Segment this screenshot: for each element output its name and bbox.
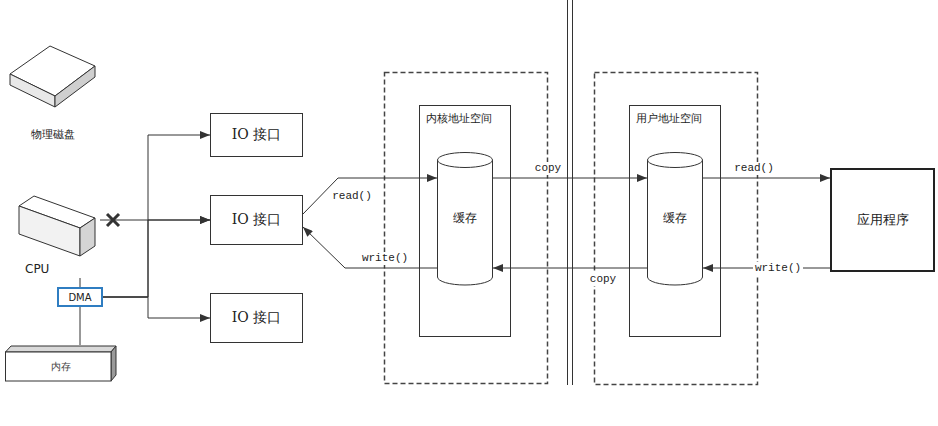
node-label: IO 接口	[232, 211, 281, 229]
cache-cylinder: 缓存	[647, 152, 703, 285]
dashed-region	[595, 73, 758, 385]
node-label: DMA	[68, 292, 91, 303]
separator-line	[572, 0, 573, 385]
disk-icon: 物理磁盘	[5, 36, 100, 144]
connector-arrow	[80, 278, 81, 287]
edge-label: read()	[732, 162, 776, 175]
memory-block: 内存	[5, 345, 117, 382]
separator-line	[567, 0, 568, 385]
cache-cylinder: 缓存	[437, 152, 493, 285]
application-box: 应用程序	[830, 168, 935, 272]
connector-arrow	[303, 178, 437, 214]
connector-arrow	[703, 178, 830, 179]
cpu-icon: CPU	[15, 190, 100, 278]
edge-label: write()	[753, 262, 803, 275]
node-label: 内存	[51, 360, 71, 374]
node-label: 物理磁盘	[31, 127, 75, 142]
edge-label: write()	[360, 252, 410, 265]
region-heading: 内核地址空间	[426, 111, 492, 126]
connector-arrow	[103, 220, 210, 297]
node-label: CPU	[25, 262, 49, 276]
connector-arrow	[103, 297, 210, 318]
region-heading: 用户地址空间	[636, 111, 702, 126]
io-interface-box: IO 接口	[210, 113, 303, 157]
io-interface-box: IO 接口	[210, 293, 303, 343]
edge-label: read()	[330, 190, 374, 203]
edge-label: copy	[533, 162, 563, 175]
node-label: 应用程序	[857, 211, 909, 229]
address-space-box: 用户地址空间缓存	[629, 105, 721, 337]
dashed-region	[385, 73, 548, 384]
dma-box: DMA	[57, 287, 103, 307]
address-space-box: 内核地址空间缓存	[419, 105, 511, 337]
disk-icon-shape	[5, 36, 100, 144]
connector-arrow	[80, 307, 81, 345]
edge-label: copy	[588, 273, 618, 286]
connector-arrow	[103, 135, 210, 297]
io-interface-box: IO 接口	[210, 195, 303, 245]
node-label: IO 接口	[232, 126, 281, 144]
node-label: 缓存	[663, 210, 687, 227]
node-label: IO 接口	[232, 309, 281, 327]
connector-arrow	[303, 227, 437, 268]
blocked-mark	[107, 214, 119, 226]
node-label: 缓存	[453, 210, 477, 227]
connector-arrow	[493, 178, 647, 179]
connector-arrow	[493, 268, 647, 269]
